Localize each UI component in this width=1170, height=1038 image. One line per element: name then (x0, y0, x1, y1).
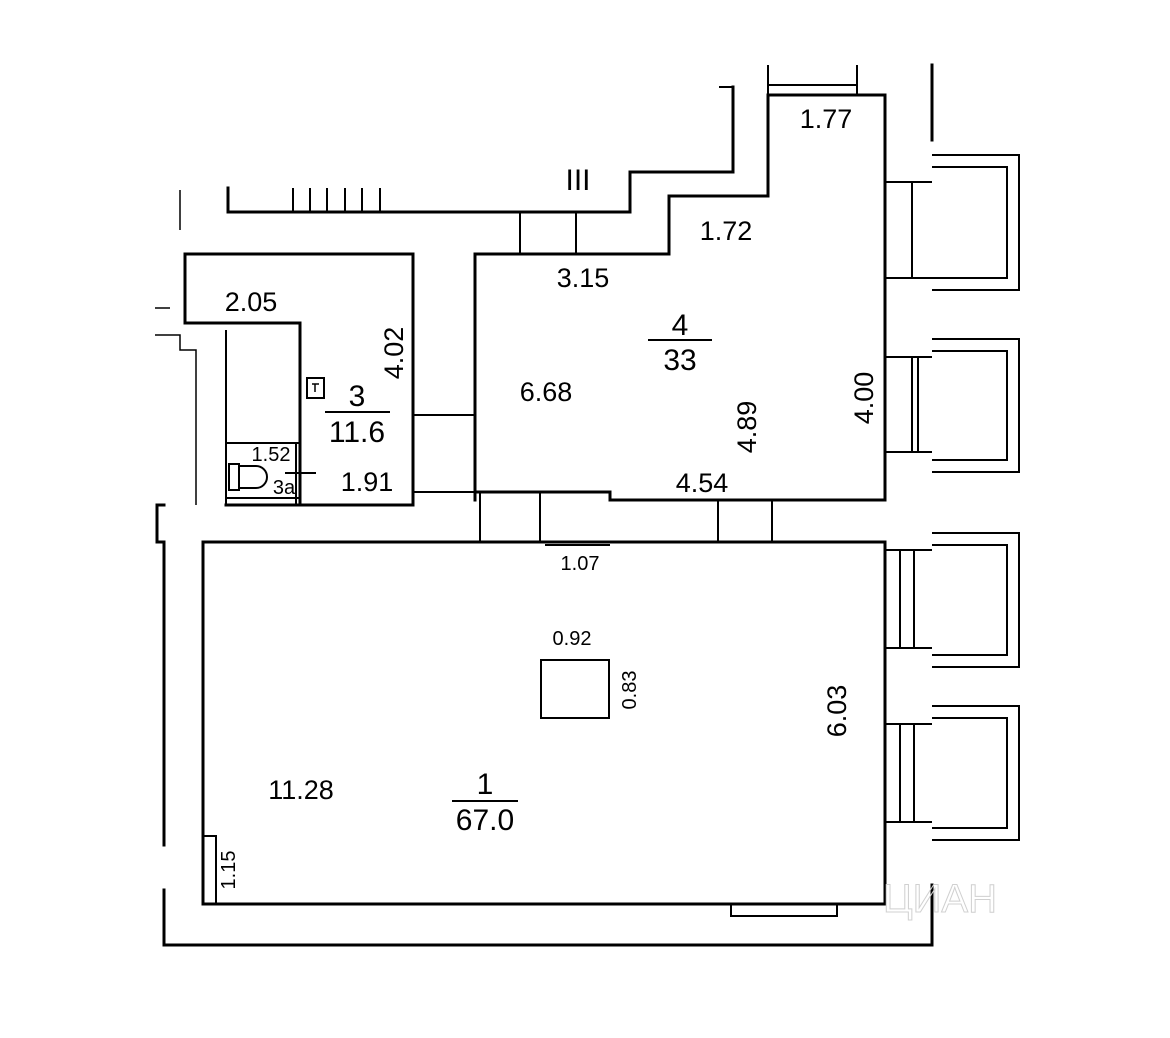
corridor-label: III (565, 164, 590, 197)
dim-4-02: 4.02 (379, 327, 409, 380)
room-1-area: 67.0 (456, 804, 514, 837)
dim-6-03: 6.03 (822, 685, 852, 738)
corridor-wall (226, 85, 735, 214)
dim-1-07: 1.07 (561, 553, 600, 575)
room-4-area: 33 (663, 344, 696, 377)
room-3-walls (183, 252, 475, 507)
room-3-number: 3 (349, 380, 366, 413)
dim-3-15: 3.15 (557, 263, 610, 293)
balconies (932, 154, 1020, 841)
dim-1-91: 1.91 (341, 467, 394, 497)
dim-2-05: 2.05 (225, 287, 278, 317)
dim-1-77: 1.77 (800, 104, 853, 134)
dim-0-92: 0.92 (553, 628, 592, 650)
toilet-icon (228, 463, 268, 491)
room-4-number: 4 (672, 309, 689, 342)
dim-0-83: 0.83 (619, 671, 641, 710)
watermark: ЦИАН (883, 877, 997, 921)
dim-4-00: 4.00 (849, 372, 879, 425)
room-3a-number: 3а (273, 477, 296, 499)
dim-1-52: 1.52 (252, 444, 291, 466)
dim-11-28: 11.28 (268, 775, 334, 805)
column (540, 659, 610, 719)
dim-4-54: 4.54 (676, 468, 729, 498)
dim-4-89: 4.89 (732, 401, 762, 454)
dim-6-68: 6.68 (520, 377, 573, 407)
room-3a-wc (226, 442, 316, 505)
dim-1-72: 1.72 (700, 216, 753, 246)
room-3-area: 11.6 (329, 416, 385, 449)
dim-1-15: 1.15 (218, 851, 240, 890)
room-1-number: 1 (477, 768, 494, 801)
windows (885, 181, 932, 823)
room-4-walls (473, 65, 887, 502)
room-1-walls (201, 492, 887, 917)
outer-wall (155, 63, 934, 947)
